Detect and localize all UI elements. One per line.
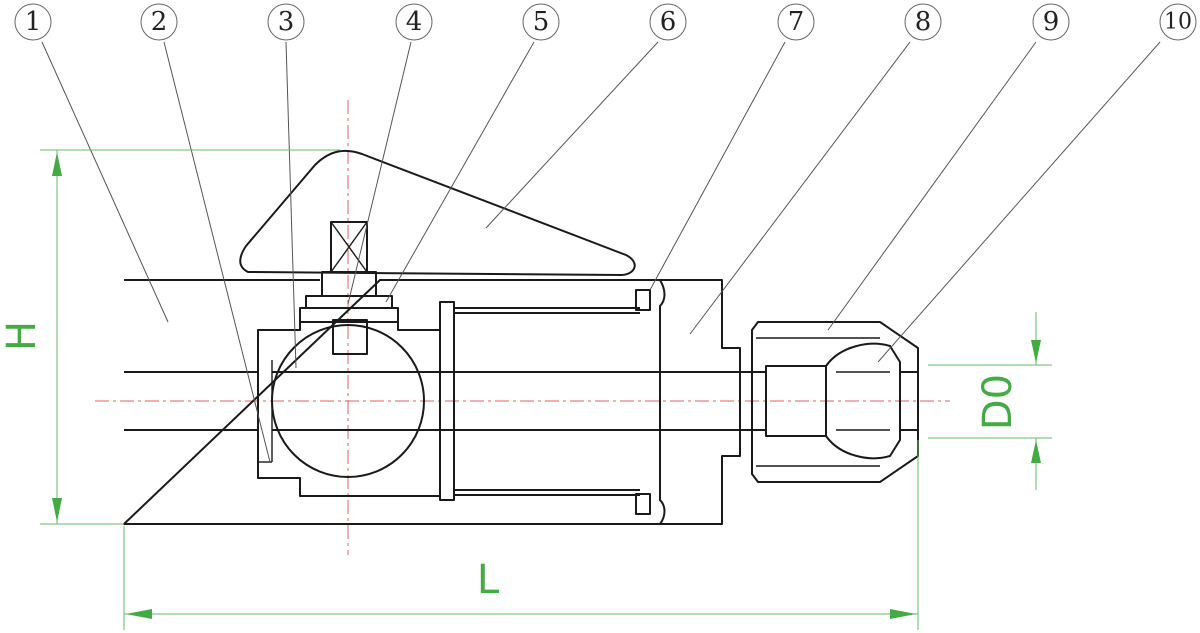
dim-l-arrow-left: [126, 609, 152, 619]
balloon-6-label: 6: [660, 7, 677, 37]
dim-l-arrow-right: [890, 609, 916, 619]
handle-lever: [239, 149, 636, 276]
leader-2: [163, 41, 271, 463]
balloon-3: 3: [267, 3, 305, 41]
leader-4: [347, 41, 412, 305]
balloon-10-label: 10: [1164, 10, 1192, 35]
balloon-8: 8: [904, 3, 942, 41]
dim-d0-arrow-bottom: [1031, 440, 1041, 463]
balloon-3-label: 3: [278, 7, 295, 37]
balloon-8-label: 8: [915, 7, 932, 37]
leader-5: [385, 41, 535, 303]
leader-8: [689, 41, 911, 335]
balloon-5-label: 5: [533, 7, 550, 37]
balloon-2: 2: [140, 3, 178, 41]
balloon-9: 9: [1032, 3, 1070, 41]
balloon-7-label: 7: [788, 7, 805, 37]
leader-3: [285, 41, 297, 369]
leader-6: [485, 41, 659, 229]
dimension-h: H: [0, 149, 340, 525]
balloon-5: 5: [522, 3, 560, 41]
dimension-d0: D0: [928, 312, 1052, 490]
leader-10: [877, 41, 1161, 363]
seat: [257, 322, 440, 497]
ball: [271, 324, 425, 478]
balloon-4: 4: [395, 3, 433, 41]
leader-1: [41, 41, 169, 323]
valve-body: [123, 279, 741, 525]
stem-top: [321, 221, 377, 297]
dim-l-label: L: [477, 557, 500, 603]
leader-7: [649, 41, 786, 291]
dim-h-arrow-bottom: [52, 498, 62, 522]
body-end-connector: [424, 279, 766, 525]
balloon-1: 1: [14, 3, 52, 41]
balloon-10: 10: [1159, 3, 1197, 41]
part-balloons: 1 2 3 4 5 6 7 8 9 10: [14, 3, 1197, 41]
tube: [900, 371, 918, 431]
leader-9: [827, 41, 1037, 331]
balloon-1-label: 1: [25, 7, 42, 37]
balloon-9-label: 9: [1043, 7, 1060, 37]
balloon-7: 7: [777, 3, 815, 41]
dim-h-label: H: [0, 321, 45, 351]
balloon-4-label: 4: [406, 7, 423, 37]
dim-d0-arrow-top: [1031, 340, 1041, 363]
leader-lines: [41, 41, 1161, 463]
balloon-6: 6: [649, 3, 687, 41]
dimension-l: L: [123, 440, 919, 630]
dim-d0-label: D0: [975, 374, 1021, 430]
gland-packing: [299, 295, 399, 355]
balloon-2-label: 2: [151, 7, 168, 37]
center-lines: [95, 100, 950, 555]
compression-nut: [751, 321, 919, 483]
ferrule: [765, 342, 901, 460]
dim-h-arrow-top: [52, 152, 62, 176]
